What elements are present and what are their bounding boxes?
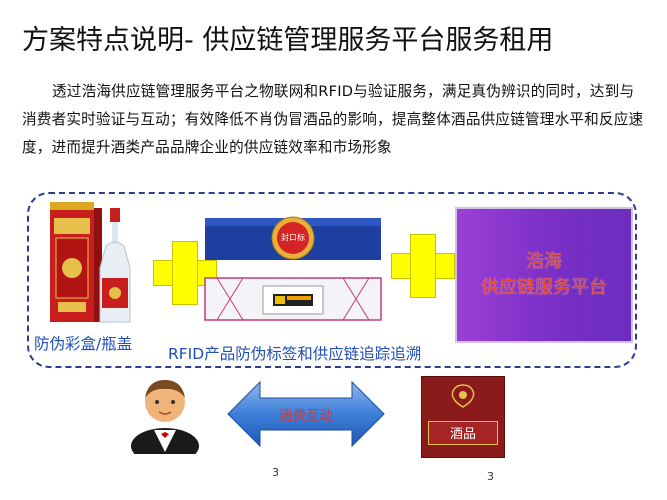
page-number-right: 3 (487, 470, 494, 483)
baijiu-box-and-bottle-icon (44, 198, 140, 330)
platform-name-line1: 浩海 (526, 251, 562, 272)
plus-connector-left-icon (153, 241, 217, 305)
platform-box: 浩海 供应链服务平台 (455, 207, 633, 343)
rfid-label: RFID产品防伪标签和供应链追踪追溯 (168, 345, 422, 363)
process-frame (27, 192, 637, 368)
description-paragraph: 透过浩海供应链管理服务平台之物联网和RFID与验证服务，满足真伪辨识的同时，达到… (22, 83, 644, 156)
packaging-label: 防伪彩盒/瓶盖 (34, 335, 133, 353)
plus-connector-right-icon (391, 234, 455, 298)
platform-name-line2: 供应链服务平台 (481, 277, 607, 298)
wine-label: 酒品 (449, 427, 476, 442)
wine-crest-icon (451, 384, 475, 408)
double-arrow-icon (226, 380, 386, 448)
wine-box-icon: 酒品 (421, 376, 505, 458)
slide-title: 方案特点说明- 供应链管理服务平台服务租用 (22, 25, 554, 56)
interaction-label: 消费互动 (279, 408, 333, 424)
consumer-avatar-icon (130, 374, 200, 464)
rfid-seal-tag-icon (203, 208, 383, 330)
page-number-left: 3 (272, 466, 279, 479)
seal-label: 封口标 (281, 233, 305, 242)
